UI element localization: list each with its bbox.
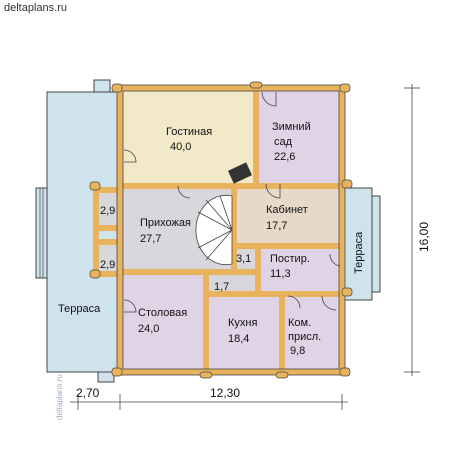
room-garden-name2: сад [274,136,293,148]
room-living-area: 40,0 [170,141,191,153]
room-laundry-fill [258,246,340,292]
room-hall-name: Прихожая [140,217,191,229]
watermark-text: deltaplans.ru [55,374,64,420]
room-laundry-area: 11,3 [270,268,291,280]
room-corridor-area: 1,7 [214,281,229,293]
doors [123,91,341,313]
terrace-right [341,187,373,301]
log-ends [89,81,353,379]
room-dining-fill [122,272,206,370]
dim-left-width: 2,70 [76,386,100,400]
room-garden-fill [256,90,340,184]
room-kitchen-fill [206,294,282,370]
room-dining-name: Столовая [138,307,187,319]
room-dining-area: 24,0 [138,323,159,335]
room-servant-name: Ком. [288,317,311,329]
room-wc-fill [234,246,258,272]
room-study-fill [234,184,340,246]
room-kitchen-name: Кухня [228,317,257,329]
walls [93,85,345,375]
room-corridor-fill [206,272,258,294]
room-servant-area: 9,8 [290,345,305,357]
room-servant-name2: присл. [288,331,321,343]
room-study-name: Кабинет [266,204,308,216]
terrace-steps-top [93,79,111,93]
room-living-name: Гостиная [166,126,212,138]
room-servant-fill [282,292,340,370]
dim-main-width: 12,30 [210,386,240,400]
room-hall-area: 27,7 [140,233,161,245]
terrace-steps-bottom [97,371,115,383]
room-laundry-name: Постир. [270,253,310,265]
room-study-area: 17,7 [266,220,287,232]
dimension-lines [70,84,420,410]
spiral-stair [195,194,233,266]
fireplace [227,162,253,184]
dim-height: 16,00 [417,222,431,252]
room-wc-area: 3,1 [236,253,251,265]
terrace-left-label: Терраса [58,303,101,315]
terrace-right-label: Терраса [353,231,365,274]
terrace-left [46,91,119,373]
site-url: deltaplans.ru [4,2,67,14]
room-garden-area: 22,6 [274,151,295,163]
room-garden-name: Зимний [272,121,311,133]
room-small2-area: 2,9 [100,259,115,271]
terrace-steps-left [35,187,48,279]
room-kitchen-area: 18,4 [228,333,249,345]
wall-outline [116,84,346,376]
room-small1-area: 2,9 [100,205,115,217]
